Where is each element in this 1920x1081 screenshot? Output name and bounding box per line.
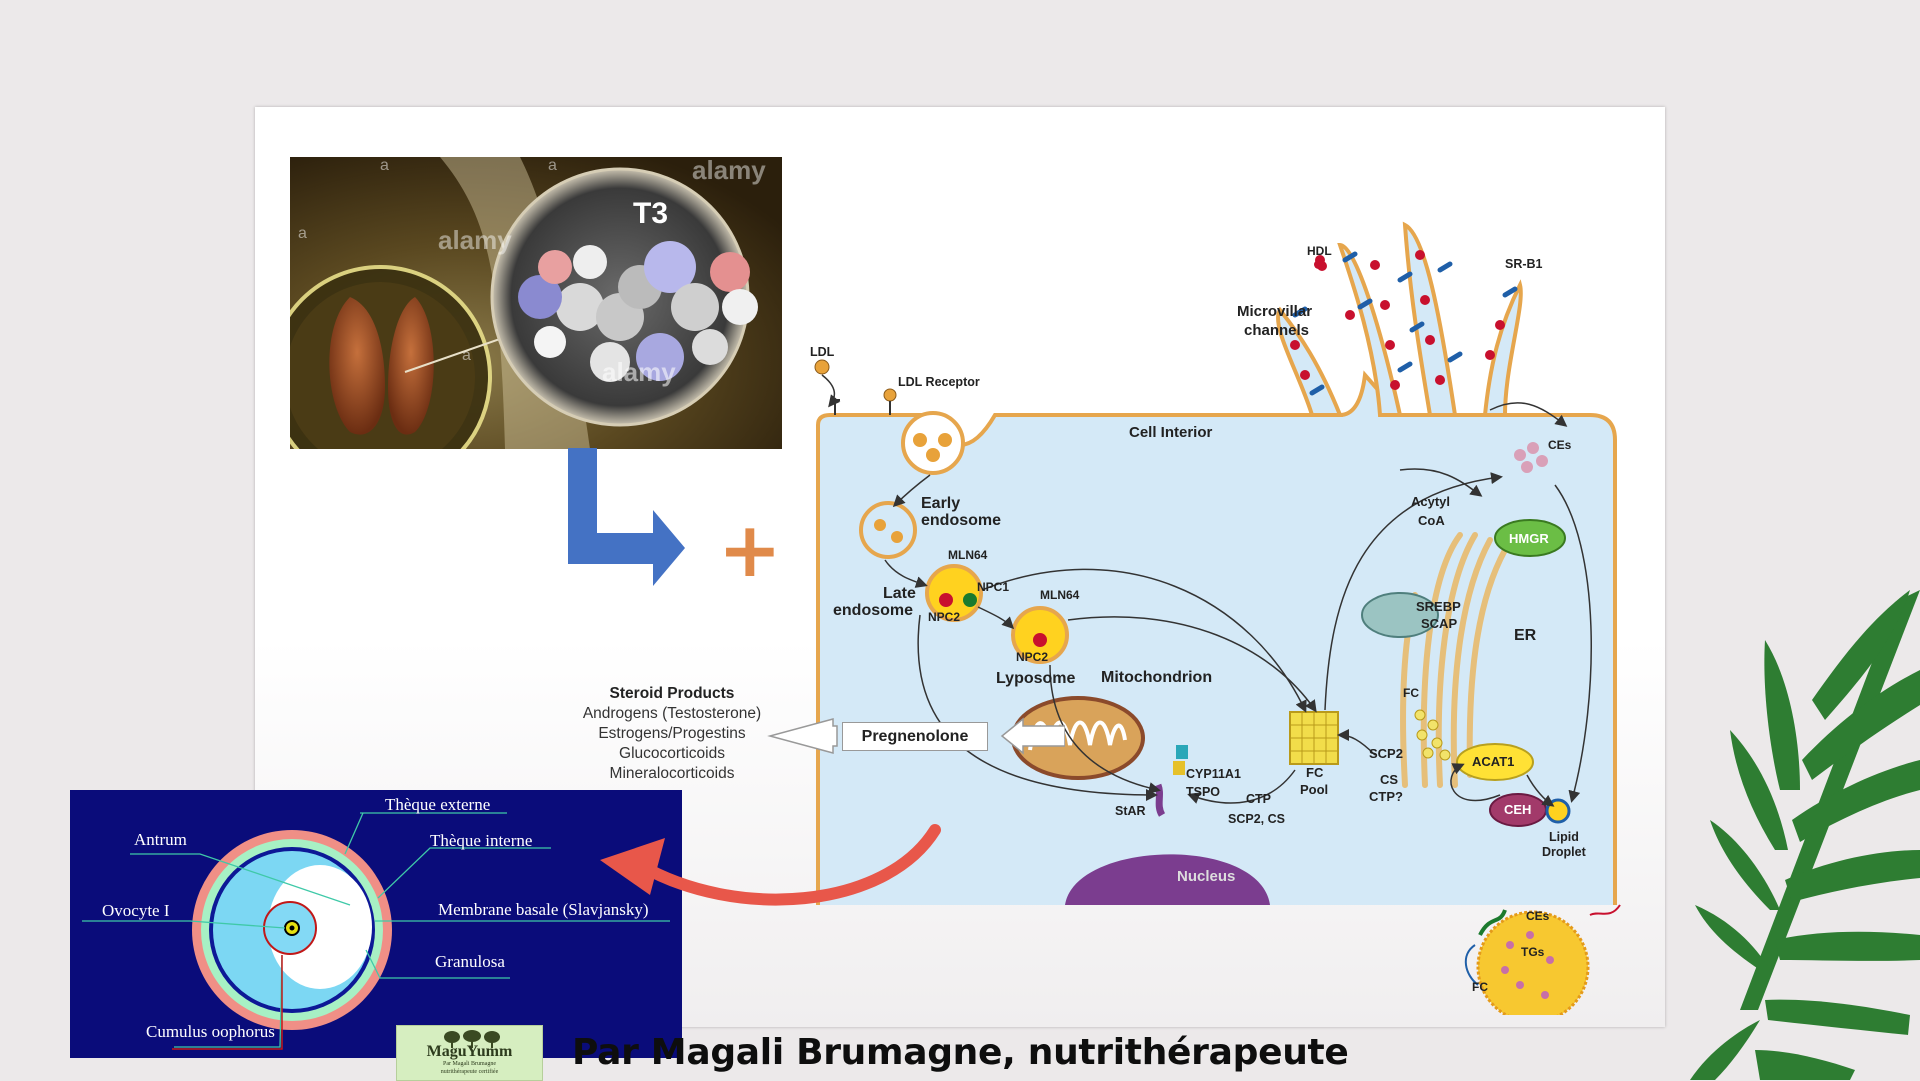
watermark: alamy <box>692 157 766 185</box>
hdl-particle <box>1314 260 1323 269</box>
label-npc2-a: NPC2 <box>928 610 961 624</box>
watermark: a <box>548 157 557 174</box>
logo-name: MaguYumm <box>426 1043 513 1060</box>
author-credit: Par Magali Brumagne, nutrithérapeute <box>572 1032 1349 1073</box>
t3-label: T3 <box>633 197 669 230</box>
label-droplet-tgs: TGs <box>1521 945 1545 959</box>
label-sr-b1: SR-B1 <box>1505 257 1543 271</box>
label-scp2: SCP2 <box>1369 746 1403 761</box>
tree-icon <box>444 1030 500 1048</box>
blue-bent-arrow <box>568 448 685 586</box>
label-npc1: NPC1 <box>977 580 1010 594</box>
label-ldl: LDL <box>810 345 835 359</box>
pregnenolone-box: Pregnenolone <box>842 722 988 751</box>
label-microvillar: Microvillar <box>1237 303 1313 320</box>
label-antrum: Antrum <box>134 830 187 849</box>
plus-symbol: + <box>718 505 782 594</box>
label-acetyl: Acytyl <box>1411 494 1451 509</box>
label-ces-top: CEs <box>1548 438 1572 452</box>
label-late: Late <box>883 585 916 602</box>
watermark: a <box>298 225 307 242</box>
pregnenolone-arrows <box>767 717 1065 755</box>
label-scap: SCAP <box>1421 616 1458 631</box>
label-fc-pool: FC <box>1306 765 1324 780</box>
label-mln64-a: MLN64 <box>948 548 988 562</box>
steroid-products-list: Steroid Products Androgens (Testosterone… <box>560 684 784 784</box>
ovarian-follicle-diagram: Thèque externe Antrum Thèque interne Ovo… <box>70 790 682 1058</box>
thyroid-t3-image: T3 alamy alamy alamy a a a a <box>290 157 782 449</box>
label-ceh: CEH <box>1504 802 1532 817</box>
label-star: StAR <box>1115 804 1146 818</box>
steroid-products-title: Steroid Products <box>609 685 735 702</box>
palm-leaf-decoration <box>1690 590 1920 1080</box>
label-nucleus: Nucleus <box>1177 868 1236 885</box>
label-late-endosome: endosome <box>833 602 914 619</box>
cell-cholesterol-diagram <box>814 221 1621 1015</box>
label-membrane-basale: Membrane basale (Slavjansky) <box>438 900 649 919</box>
label-hmgr: HMGR <box>1509 531 1549 546</box>
label-ctp: CTP <box>1246 792 1271 806</box>
label-channels: channels <box>1244 322 1310 339</box>
steroid-product-item: Estrogens/Progestins <box>598 725 746 742</box>
label-ldl-receptor: LDL Receptor <box>898 375 980 389</box>
watermark: alamy <box>438 225 512 255</box>
label-cs: CS <box>1380 772 1399 787</box>
label-cumulus: Cumulus oophorus <box>146 1022 275 1041</box>
label-droplet: Droplet <box>1542 845 1586 859</box>
label-npc2-b: NPC2 <box>1016 650 1049 664</box>
label-lipid: Lipid <box>1549 830 1579 844</box>
steroid-product-item: Glucocorticoids <box>619 745 725 762</box>
label-scp2-cs: SCP2, CS <box>1228 812 1285 826</box>
steroid-product-item: Androgens (Testosterone) <box>582 705 762 722</box>
watermark: alamy <box>602 357 676 387</box>
steroid-product-item: Mineralocorticoids <box>609 765 735 782</box>
label-early: Early <box>921 495 961 512</box>
label-lysosome: Lyposome <box>996 670 1076 687</box>
label-cyp11a1: CYP11A1 <box>1186 767 1241 781</box>
watermark: a <box>380 157 389 174</box>
label-ovocyte: Ovocyte I <box>102 901 170 920</box>
label-hdl: HDL <box>1307 244 1332 258</box>
watermark: a <box>462 347 471 364</box>
logo-tagline-1: Par Magali Brumagne <box>443 1061 496 1067</box>
label-srebp: SREBP <box>1416 599 1461 614</box>
label-mitochondrion: Mitochondrion <box>1101 669 1213 686</box>
label-endosome: endosome <box>921 512 1002 529</box>
label-tspo: TSPO <box>1186 785 1221 799</box>
label-acat1: ACAT1 <box>1472 754 1515 769</box>
label-fc: FC <box>1403 686 1419 700</box>
label-mln64-b: MLN64 <box>1040 588 1080 602</box>
label-ctp-q: CTP? <box>1369 789 1403 804</box>
label-droplet-fc: FC <box>1472 980 1488 994</box>
label-granulosa: Granulosa <box>435 952 505 971</box>
red-curved-arrow <box>600 824 941 906</box>
label-cell-interior: Cell Interior <box>1129 424 1213 441</box>
logo-tagline-2: nutrithérapeute certifiée <box>440 1069 499 1075</box>
label-coa: CoA <box>1418 513 1445 528</box>
label-er: ER <box>1514 627 1537 644</box>
thyroid-illustration <box>290 157 782 449</box>
follicle-illustration <box>82 812 670 1050</box>
label-theque-externe: Thèque externe <box>385 795 491 814</box>
label-pool: Pool <box>1300 782 1329 797</box>
maguyumm-logo: MaguYumm Par Magali Brumagne nutrithérap… <box>396 1025 543 1081</box>
label-droplet-ces: CEs <box>1526 909 1550 923</box>
label-theque-interne: Thèque interne <box>430 831 533 850</box>
